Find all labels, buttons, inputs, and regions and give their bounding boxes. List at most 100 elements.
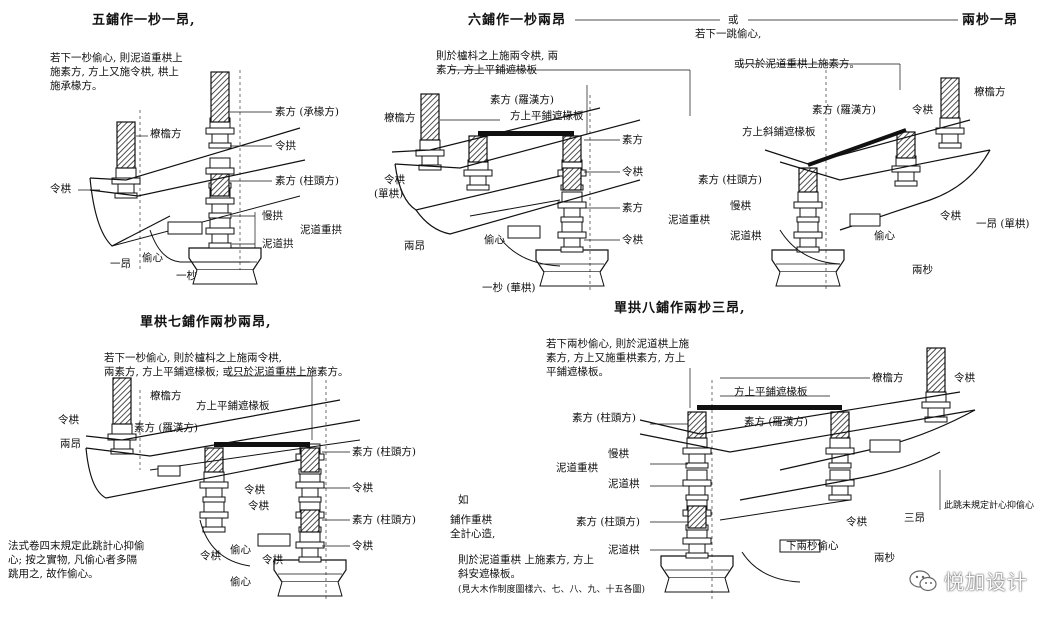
p1-label: 素方 (承椽方) — [275, 106, 340, 118]
panel-4-side-4: 則於泥道重栱 上施素方, 方上 — [458, 554, 595, 566]
p3-label: 素方 (柱頭方) — [352, 514, 417, 526]
p4-label: 令栱 — [846, 516, 867, 528]
watermark: 悦加设计 — [908, 566, 1028, 595]
wechat-icon — [909, 569, 937, 591]
panel-3-side-note-2: 心; 按之實物, 凡偷心者多隔 — [8, 554, 138, 566]
p3-label: 令栱 — [58, 414, 79, 426]
p1-label: 泥道重拱 — [300, 224, 342, 236]
panel-1-drawing — [78, 70, 306, 285]
panel-2-or: 或 — [728, 14, 739, 26]
p3-label: 素方 (柱頭方) — [352, 446, 417, 458]
panel-2-right-drawing — [740, 63, 991, 290]
p4-label: 橑檐方 — [872, 372, 904, 384]
panel-2-sub: 若下一跳偷心, — [695, 28, 762, 40]
p4-label: 素方 (羅漢方) — [744, 416, 809, 428]
panel-4-note-line-1: 若下兩杪偷心, 則於泥道栱上施 — [546, 338, 690, 350]
p2r-label: 偷心 — [874, 230, 895, 242]
p2-label: 方上平鋪遮椽板 — [510, 110, 584, 122]
p4-label: 兩杪 — [874, 552, 895, 564]
p2r-label: 泥道重栱 — [668, 214, 710, 226]
panel-3-title: 單栱七鋪作兩杪兩昂, — [140, 315, 272, 330]
p3-label: 令栱 — [262, 554, 283, 566]
p3-label: 方上平鋪遮椽板 — [196, 400, 270, 412]
p3-label: 兩昂 — [60, 438, 81, 450]
panel-2-note-line-2: 素方, 方上平鋪遮椽板 — [436, 64, 538, 76]
panel-3-note-line-1: 若下一杪偷心, 則於櫨枓之上施兩令栱, — [104, 352, 283, 364]
p4-label: 素方 (柱頭方) — [572, 412, 637, 424]
panel-1-note-line-1: 若下一杪偷心, 則泥道重栱上 — [50, 52, 183, 64]
p4-label: 慢栱 — [608, 448, 629, 460]
p3-label: 令栱 — [352, 482, 373, 494]
panel-4-title: 單拱八鋪作兩杪三昂, — [614, 301, 746, 316]
p4-label: 素方 (柱頭方) — [576, 516, 641, 528]
p2-label: 兩昂 — [404, 240, 425, 252]
p3-label: 令栱 — [200, 550, 221, 562]
p4-label: 泥道栱 — [608, 544, 640, 556]
p2r-label: 素方 (羅漢方) — [812, 104, 877, 116]
p1-label: 泥道拱 — [262, 238, 294, 250]
panel-1-title: 五鋪作一杪一昂, — [92, 13, 196, 28]
panel-4-drawing — [639, 347, 976, 600]
panel-2-left-drawing — [391, 19, 958, 290]
panel-2-note-right: 或只於泥道重栱上施素方。 — [734, 58, 860, 70]
panel-4-note-line-3: 平鋪遮椽板。 — [546, 366, 609, 378]
p2r-label: 素方 (柱頭方) — [698, 174, 763, 186]
panel-4-note-line-2: 素方, 方上又施重栱素方, 方上 — [546, 352, 686, 364]
p3-label: 令栱 — [352, 540, 373, 552]
p3-label: 令栱 — [248, 500, 269, 512]
p4-label: 方上平鋪遮椽板 — [734, 386, 808, 398]
p2r-label: 令栱 — [940, 210, 961, 222]
p2r-label: 令栱 — [912, 104, 933, 116]
p2r-label: 一昂 (單栱) — [976, 218, 1030, 230]
panel-1-note-line-3: 施承椽方。 — [50, 80, 103, 92]
p1-label: 一昂 — [110, 258, 131, 270]
panel-3-note-line-2: 兩素方, 方上平鋪遮椽板; 或只於泥道重栱上施素方。 — [104, 366, 349, 378]
p2-label: 素方 (羅漢方) — [490, 94, 555, 106]
p3-label: 偷心 — [230, 576, 251, 588]
p4-label: 下兩杪偷心 — [786, 540, 839, 552]
p2r-label: 方上斜鋪遮椽板 — [742, 126, 816, 138]
panel-4-side-1: 如 — [458, 494, 469, 506]
panel-2-note-line-1: 則於櫨枓之上施兩令栱, 兩 — [436, 50, 559, 62]
p1-label: 一杪 — [176, 270, 197, 282]
p1-label: 偷心 — [142, 252, 163, 264]
p4-label: 三昂 — [904, 512, 925, 524]
p1-label: 橑檐方 — [150, 128, 182, 140]
p2-label: 橑檐方 — [384, 112, 416, 124]
p2-label: (單栱) — [374, 188, 404, 200]
p4-label: 此跳未規定計心抑偷心 — [944, 501, 1035, 511]
p4-label: 泥道栱 — [608, 478, 640, 490]
panel-3-side-note-1: 法式卷四末規定此跳計心抑偷 — [8, 540, 145, 552]
p2r-label: 慢栱 — [730, 200, 751, 212]
p1-label: 令栱 — [50, 183, 71, 195]
p3-label: 令栱 — [244, 484, 265, 496]
p3-label: 素方 (羅漢方) — [134, 422, 199, 434]
panel-2-title-right: 兩杪一昂 — [962, 13, 1019, 28]
p4-label: 泥道重栱 — [556, 462, 598, 474]
panel-4-side-2: 鋪作重栱 — [450, 514, 492, 526]
panel-2-title: 六鋪作一杪兩昂 — [468, 13, 567, 28]
p1-label: 慢拱 — [262, 210, 283, 222]
panel-3-side-note-3: 跳用之, 故作偷心。 — [8, 568, 99, 580]
p2r-label: 兩杪 — [912, 264, 933, 276]
p3-label: 橑檐方 — [150, 390, 182, 402]
panel-4-side-5: 斜安遮椽板。 — [458, 568, 521, 580]
p2-label: 素方 — [622, 134, 643, 146]
watermark-text: 悦加设计 — [944, 570, 1028, 594]
p2-label: 令栱 — [622, 234, 643, 246]
panel-4-side-3: 全計心造, — [450, 528, 496, 540]
p2-label: 素方 — [622, 202, 643, 214]
p2r-label: 橑檐方 — [974, 86, 1006, 98]
p1-label: 令拱 — [275, 140, 296, 152]
p4-label: 令栱 — [954, 372, 975, 384]
p1-label: 素方 (柱頭方) — [275, 175, 340, 187]
p2r-label: 泥道栱 — [730, 230, 762, 242]
p2-label: 令栱 — [622, 166, 643, 178]
panel-3-drawing — [85, 375, 361, 600]
panel-1-note-line-2: 施素方, 方上又施令栱, 栱上 — [50, 66, 179, 78]
p3-label: 偷心 — [230, 544, 251, 556]
p1-top-beam — [210, 71, 230, 123]
p2-label: 令栱 — [384, 174, 405, 186]
p2-label: 一杪 (華栱) — [482, 282, 536, 294]
